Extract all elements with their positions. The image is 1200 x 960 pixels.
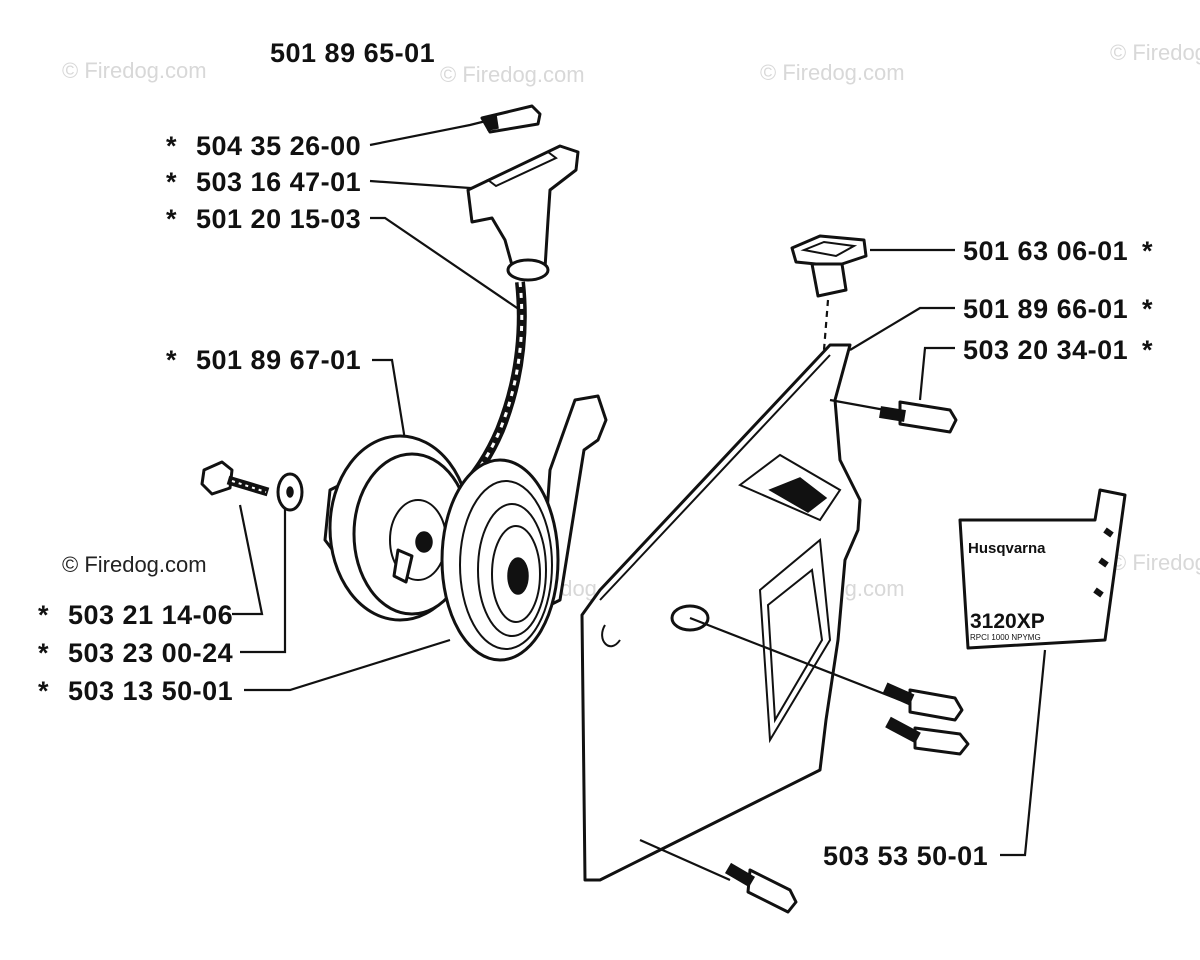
callout-label-504-35-26-00: 504 35 26-00 xyxy=(196,131,361,161)
starter-handle-part xyxy=(466,144,580,282)
assembly-number: 501 89 65-01 xyxy=(270,38,435,68)
leader-503-20-34-01 xyxy=(918,346,955,401)
callout-star-6: * xyxy=(38,638,49,668)
watermark-1: © Firedog.com xyxy=(62,58,207,83)
decal-brand: Husqvarna xyxy=(968,540,1046,557)
callout-star-4: * xyxy=(166,345,177,375)
leader-501-20-15-03 xyxy=(370,216,521,311)
recoil-spring-part xyxy=(440,394,608,662)
watermark-2: © Firedog.com xyxy=(440,62,585,87)
rope-pulley-part xyxy=(323,434,472,622)
callout-label-501-89-66-01: 501 89 66-01 xyxy=(963,294,1128,324)
leader-503-23-00-24 xyxy=(240,500,287,654)
washer-part xyxy=(276,472,304,512)
decal-subtext: RPCI 1000 NPYMG xyxy=(970,633,1041,642)
plug-part xyxy=(790,234,868,298)
left-callouts: * 504 35 26-00 * 503 16 47-01 * 501 20 1… xyxy=(38,131,361,706)
screw-part xyxy=(200,460,270,497)
callout-label-503-20-34-01: 503 20 34-01 xyxy=(963,335,1128,365)
starter-housing-part xyxy=(580,343,901,882)
decal-part: Husqvarna 3120XP RPCI 1000 NPYMG xyxy=(958,488,1127,650)
callout-star-10: * xyxy=(1142,335,1153,365)
callout-star-8: * xyxy=(1142,236,1153,266)
callout-star-5: * xyxy=(38,600,49,630)
callout-label-503-23-00-24: 503 23 00-24 xyxy=(68,638,233,668)
right-callouts: 501 63 06-01 * 501 89 66-01 * 503 20 34-… xyxy=(823,236,1153,871)
callout-label-503-13-50-01: 503 13 50-01 xyxy=(68,676,233,706)
watermark-copyright: © Firedog.com xyxy=(62,552,207,577)
callout-label-501-63-06-01: 501 63 06-01 xyxy=(963,236,1128,266)
watermark-6: © Firedog.com xyxy=(1110,550,1200,575)
leader-501-89-66-01 xyxy=(849,306,955,351)
callout-star-9: * xyxy=(1142,294,1153,324)
callout-label-501-20-15-03: 501 20 15-03 xyxy=(196,204,361,234)
callout-star-3: * xyxy=(166,204,177,234)
leader-504-35-26-00 xyxy=(369,118,491,147)
callout-label-503-16-47-01: 503 16 47-01 xyxy=(196,167,361,197)
watermark-3: © Firedog.com xyxy=(760,60,905,85)
leader-503-21-14-06 xyxy=(232,504,264,616)
callout-label-501-89-67-01: 501 89 67-01 xyxy=(196,345,361,375)
callout-label-503-21-14-06: 503 21 14-06 xyxy=(68,600,233,630)
leader-501-89-67-01 xyxy=(372,358,407,441)
watermark-4: © Firedog.com xyxy=(1110,40,1200,65)
callout-star-1: * xyxy=(166,131,177,161)
leader-503-53-50-01 xyxy=(1000,649,1047,857)
callout-label-503-53-50-01: 503 53 50-01 xyxy=(823,841,988,871)
callout-star-7: * xyxy=(38,676,49,706)
callout-star-2: * xyxy=(166,167,177,197)
bolt-parts xyxy=(724,400,970,914)
cord-insert-part xyxy=(480,104,542,134)
decal-model: 3120XP xyxy=(970,610,1045,633)
leader-503-13-50-01 xyxy=(244,638,451,692)
